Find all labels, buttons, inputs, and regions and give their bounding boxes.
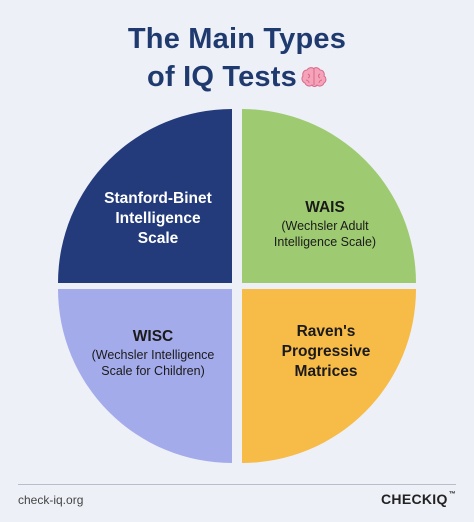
footer-url-link[interactable]: check-iq.org	[18, 493, 84, 507]
stanford-binet-title-line: Intelligence	[115, 210, 201, 227]
title-line-2: of IQ Tests	[0, 58, 474, 96]
quadrant-ravens	[242, 289, 416, 463]
page-title: The Main Types of IQ Tests	[0, 20, 474, 96]
wisc-title: WISC	[132, 328, 174, 345]
brain-icon	[301, 67, 327, 87]
quadrant-ravens-label: Raven's Progressive Matrices	[246, 322, 406, 382]
stanford-binet-title-line: Stanford-Binet	[104, 190, 212, 207]
brand-name: CHECKIQ	[381, 491, 448, 507]
title-line-1: The Main Types	[127, 23, 347, 55]
stanford-binet-title-line: Scale	[137, 230, 179, 247]
title-line-2-text: of IQ Tests	[147, 61, 297, 93]
quadrant-wisc-label: WISC (Wechsler Intelligence Scale for Ch…	[68, 327, 238, 379]
wais-subtitle-line: Intelligence Scale)	[273, 235, 377, 249]
footer-divider	[18, 484, 456, 485]
ravens-title-line: Raven's	[296, 323, 356, 340]
brand-logo: CHECKIQ™	[381, 491, 456, 507]
quadrant-wisc	[58, 289, 232, 463]
quadrant-stanford-binet-label: Stanford-Binet Intelligence Scale	[78, 189, 238, 249]
wais-title: WAIS	[305, 199, 345, 216]
wisc-subtitle-line: Scale for Children)	[101, 364, 205, 378]
quadrant-wais-label: WAIS (Wechsler Adult Intelligence Scale)	[240, 198, 410, 250]
quadrant-wais	[242, 109, 416, 283]
wais-subtitle-line: (Wechsler Adult	[281, 219, 369, 233]
wisc-subtitle-line: (Wechsler Intelligence	[91, 348, 215, 362]
ravens-title-line: Progressive	[281, 343, 371, 360]
brand-trademark: ™	[448, 491, 456, 498]
ravens-title-line: Matrices	[294, 363, 358, 380]
quadrant-stanford-binet	[58, 109, 232, 283]
